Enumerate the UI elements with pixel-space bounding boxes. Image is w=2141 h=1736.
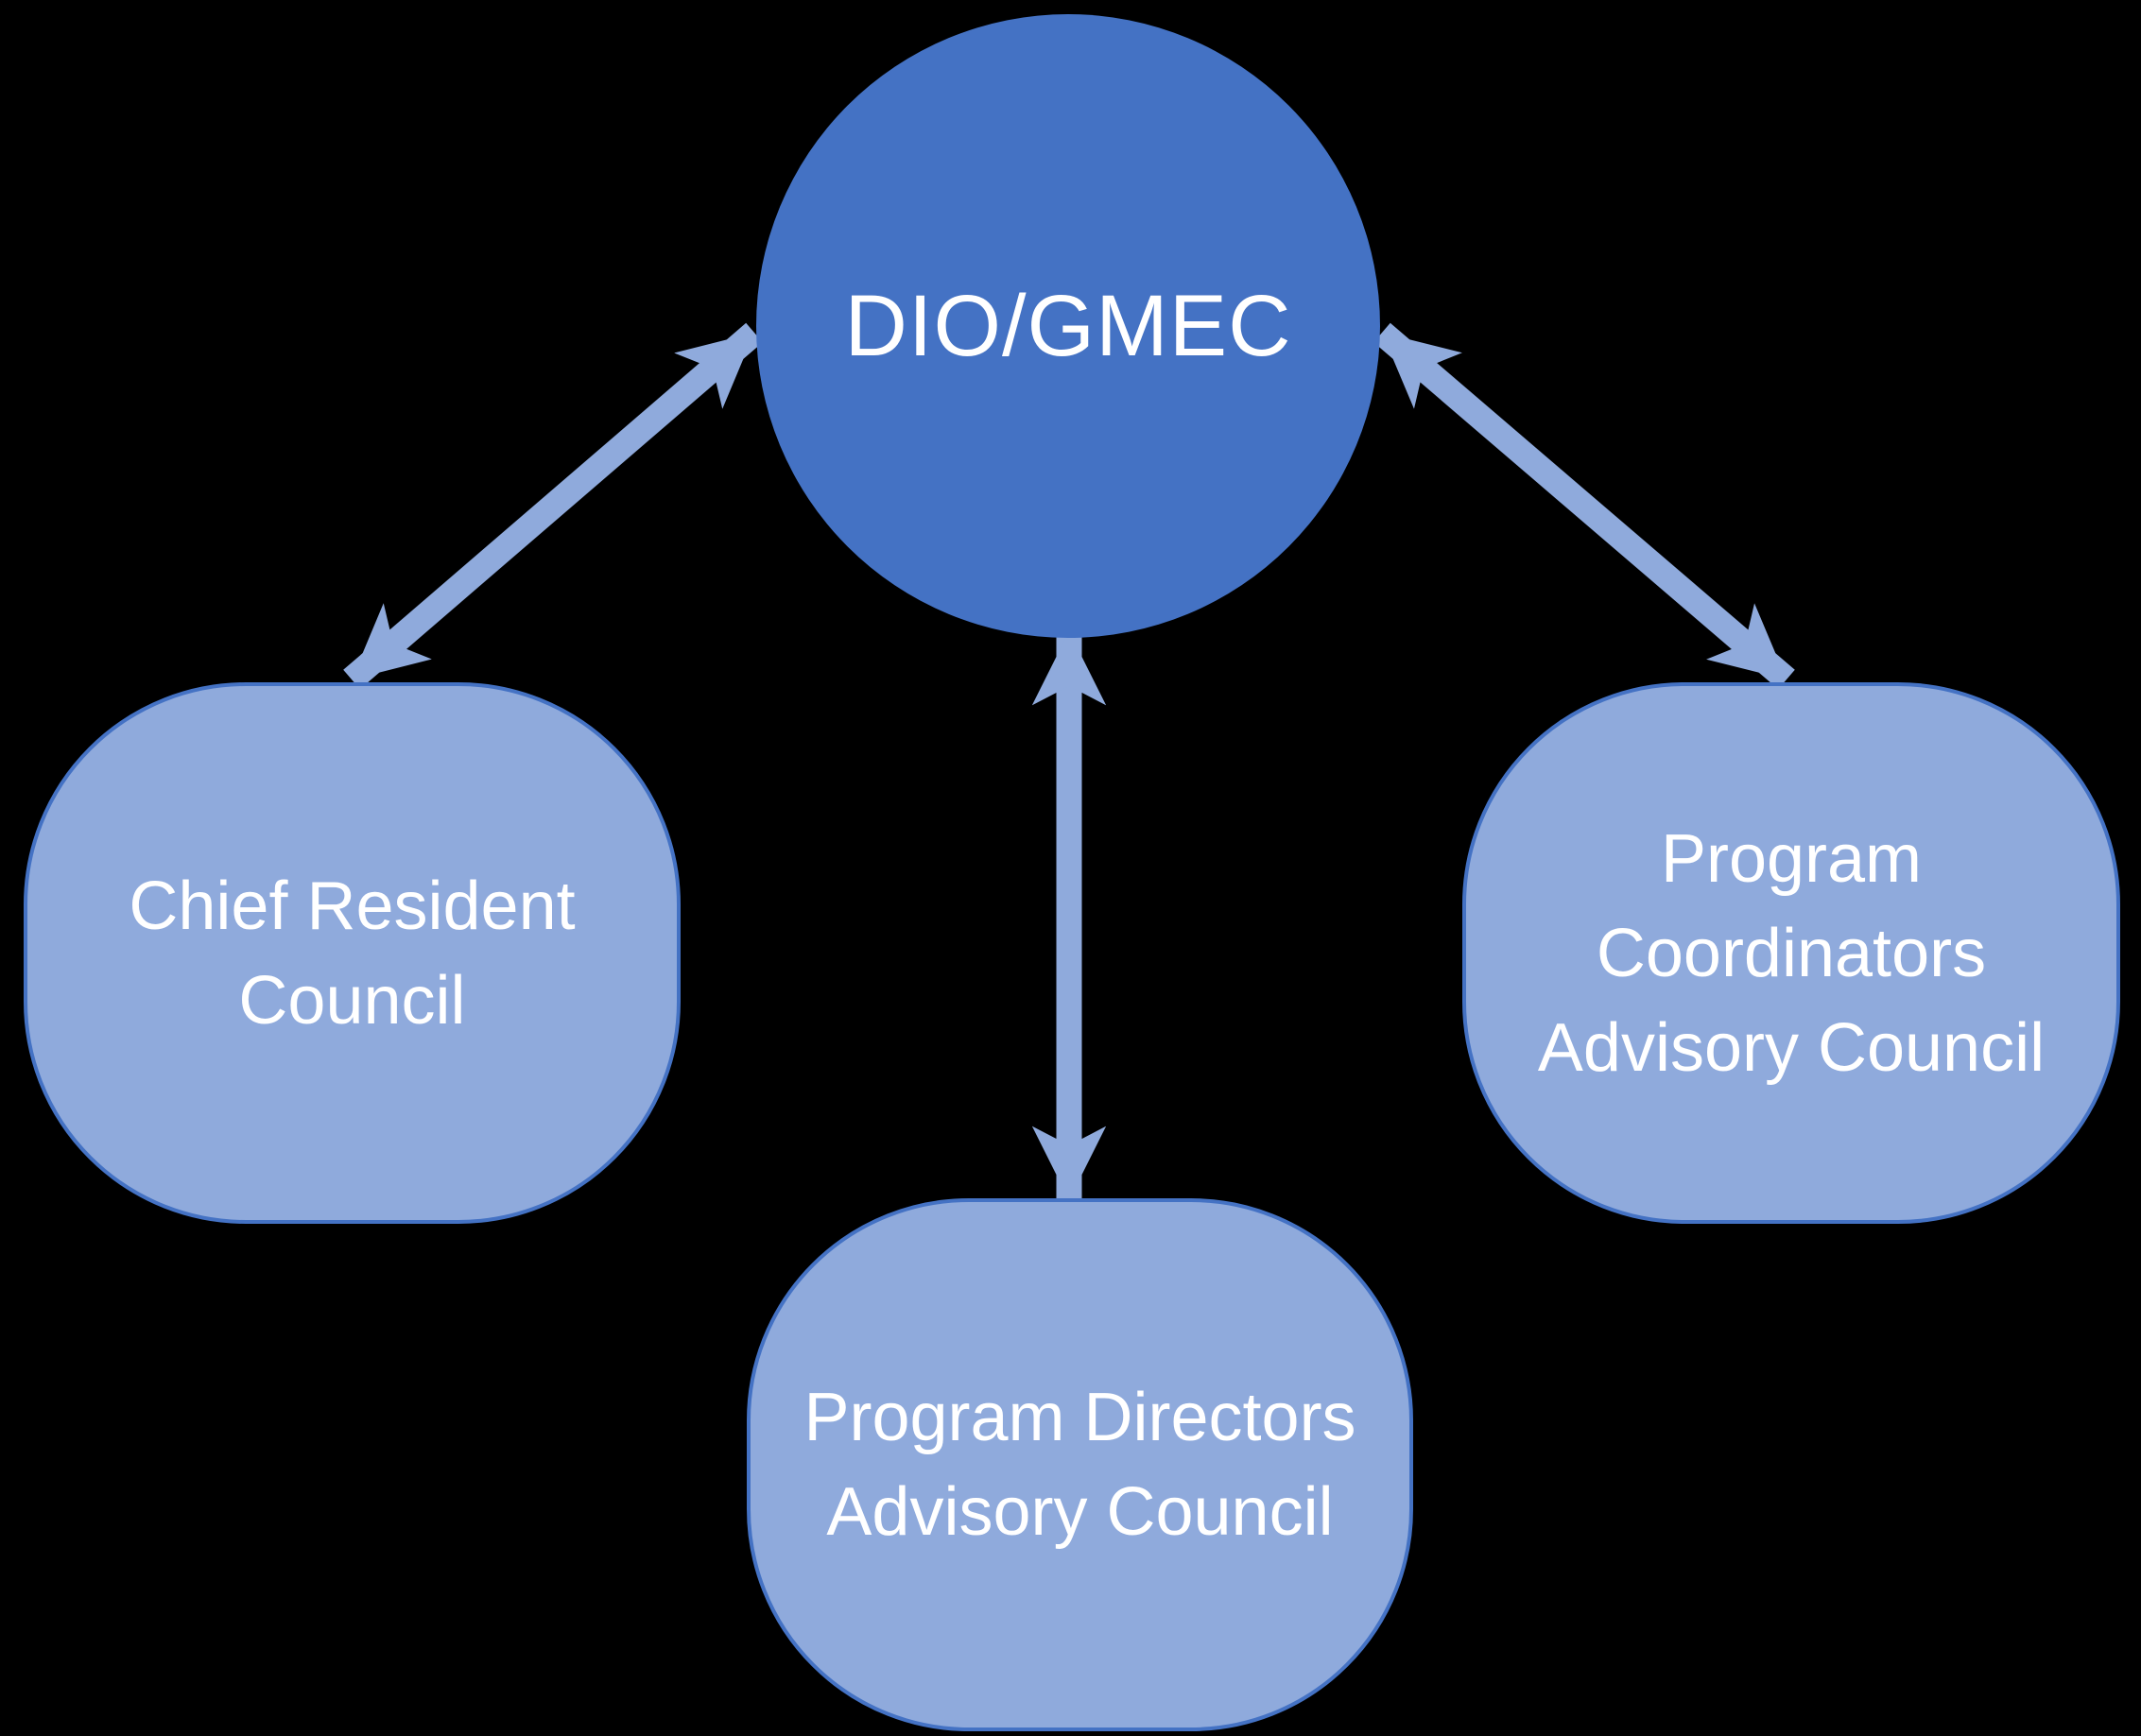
arrow-dio-gmec-chief-resident-council [343, 322, 763, 690]
node-chief-resident-council: Chief Resident Council [24, 682, 681, 1224]
label-line: Advisory Council [826, 1474, 1334, 1550]
label-line: Advisory Council [1537, 1009, 2046, 1086]
node-program-directors-advisory-council: Program Directors Advisory Council [747, 1198, 1413, 1731]
label-line: Council [238, 962, 466, 1039]
node-program-coordinators-advisory-council-label: Program Coordinators Advisory Council [1538, 812, 2045, 1095]
label-line: Chief Resident [129, 868, 576, 944]
label-line: Program Directors [803, 1380, 1356, 1455]
label-line: Coordinators [1596, 915, 1987, 991]
node-chief-resident-council-label: Chief Resident Council [129, 859, 575, 1048]
label-line: Program [1660, 820, 1923, 897]
arrow-dio-gmec-program-coordinators-advisory-council [1373, 322, 1795, 690]
node-dio-gmec-label: DIO/GMEC [844, 277, 1292, 374]
node-program-coordinators-advisory-council: Program Coordinators Advisory Council [1462, 682, 2120, 1224]
node-program-directors-advisory-council-label: Program Directors Advisory Council [803, 1370, 1355, 1559]
node-dio-gmec: DIO/GMEC [756, 14, 1380, 638]
